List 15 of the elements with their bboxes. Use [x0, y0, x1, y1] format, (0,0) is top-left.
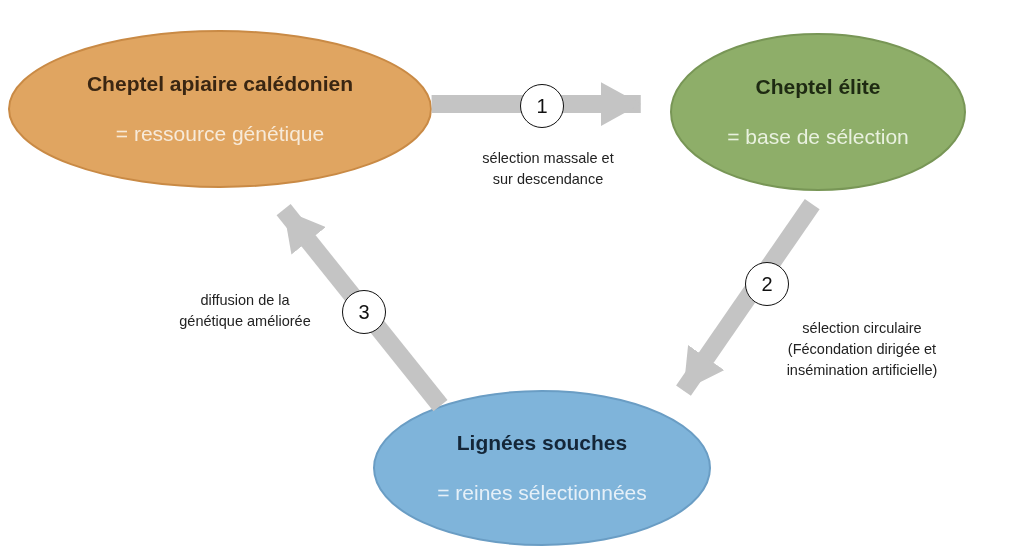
- edge-label: sélection circulaire (Fécondation dirigée et insémination artificielle): [785, 319, 939, 381]
- node-title: Lignées souches: [456, 431, 628, 455]
- arrow: [276, 204, 448, 412]
- edge-label: sélection massale et sur descendance: [481, 149, 615, 189]
- node-subtitle: = ressource génétique: [115, 122, 325, 146]
- step-number: 3: [342, 290, 386, 334]
- step-number: 2: [745, 262, 789, 306]
- node-subtitle: = reines sélectionnées: [437, 481, 647, 505]
- arrow: [676, 199, 820, 396]
- node-title: Cheptel élite: [755, 75, 881, 99]
- arrow: [431, 82, 641, 127]
- step-number: 1: [520, 84, 564, 128]
- node-title: Cheptel apiaire calédonien: [86, 72, 354, 96]
- node-subtitle: = base de sélection: [727, 125, 909, 149]
- edge-label: diffusion de la génétique améliorée: [178, 291, 312, 331]
